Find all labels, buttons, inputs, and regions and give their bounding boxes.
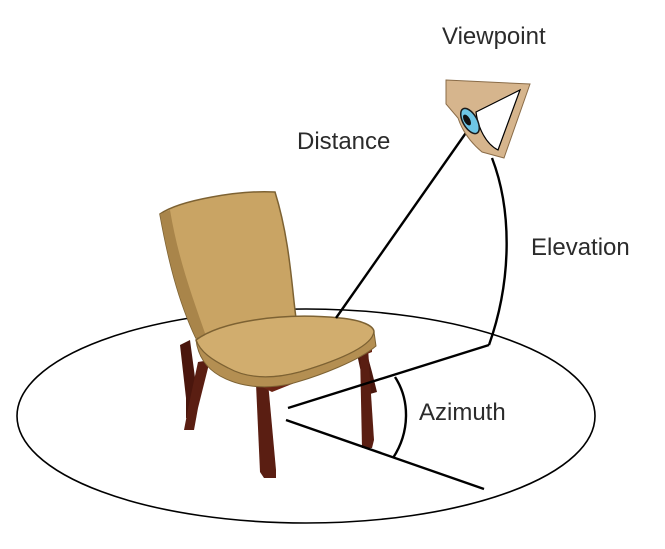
label-distance: Distance (297, 128, 390, 155)
chair-front-leg-right2 (360, 348, 374, 448)
label-elevation: Elevation (531, 234, 630, 261)
elevation-arc (487, 157, 508, 346)
label-viewpoint: Viewpoint (442, 23, 546, 50)
chair-backrest-shade (160, 210, 206, 338)
azimuth-ray-lower (285, 418, 485, 491)
chair-front-leg-right (256, 382, 276, 478)
ground-ellipse (16, 308, 596, 524)
label-azimuth: Azimuth (419, 399, 506, 426)
distance-line (335, 126, 471, 319)
chair (159, 190, 377, 478)
azimuth-arc (391, 376, 408, 459)
chair-seat-front (195, 331, 377, 388)
azimuth-ray-upper (287, 343, 490, 410)
eye-camera-icon (445, 79, 531, 159)
chair-front-leg-left (184, 360, 210, 430)
eye-pupil (463, 114, 471, 126)
